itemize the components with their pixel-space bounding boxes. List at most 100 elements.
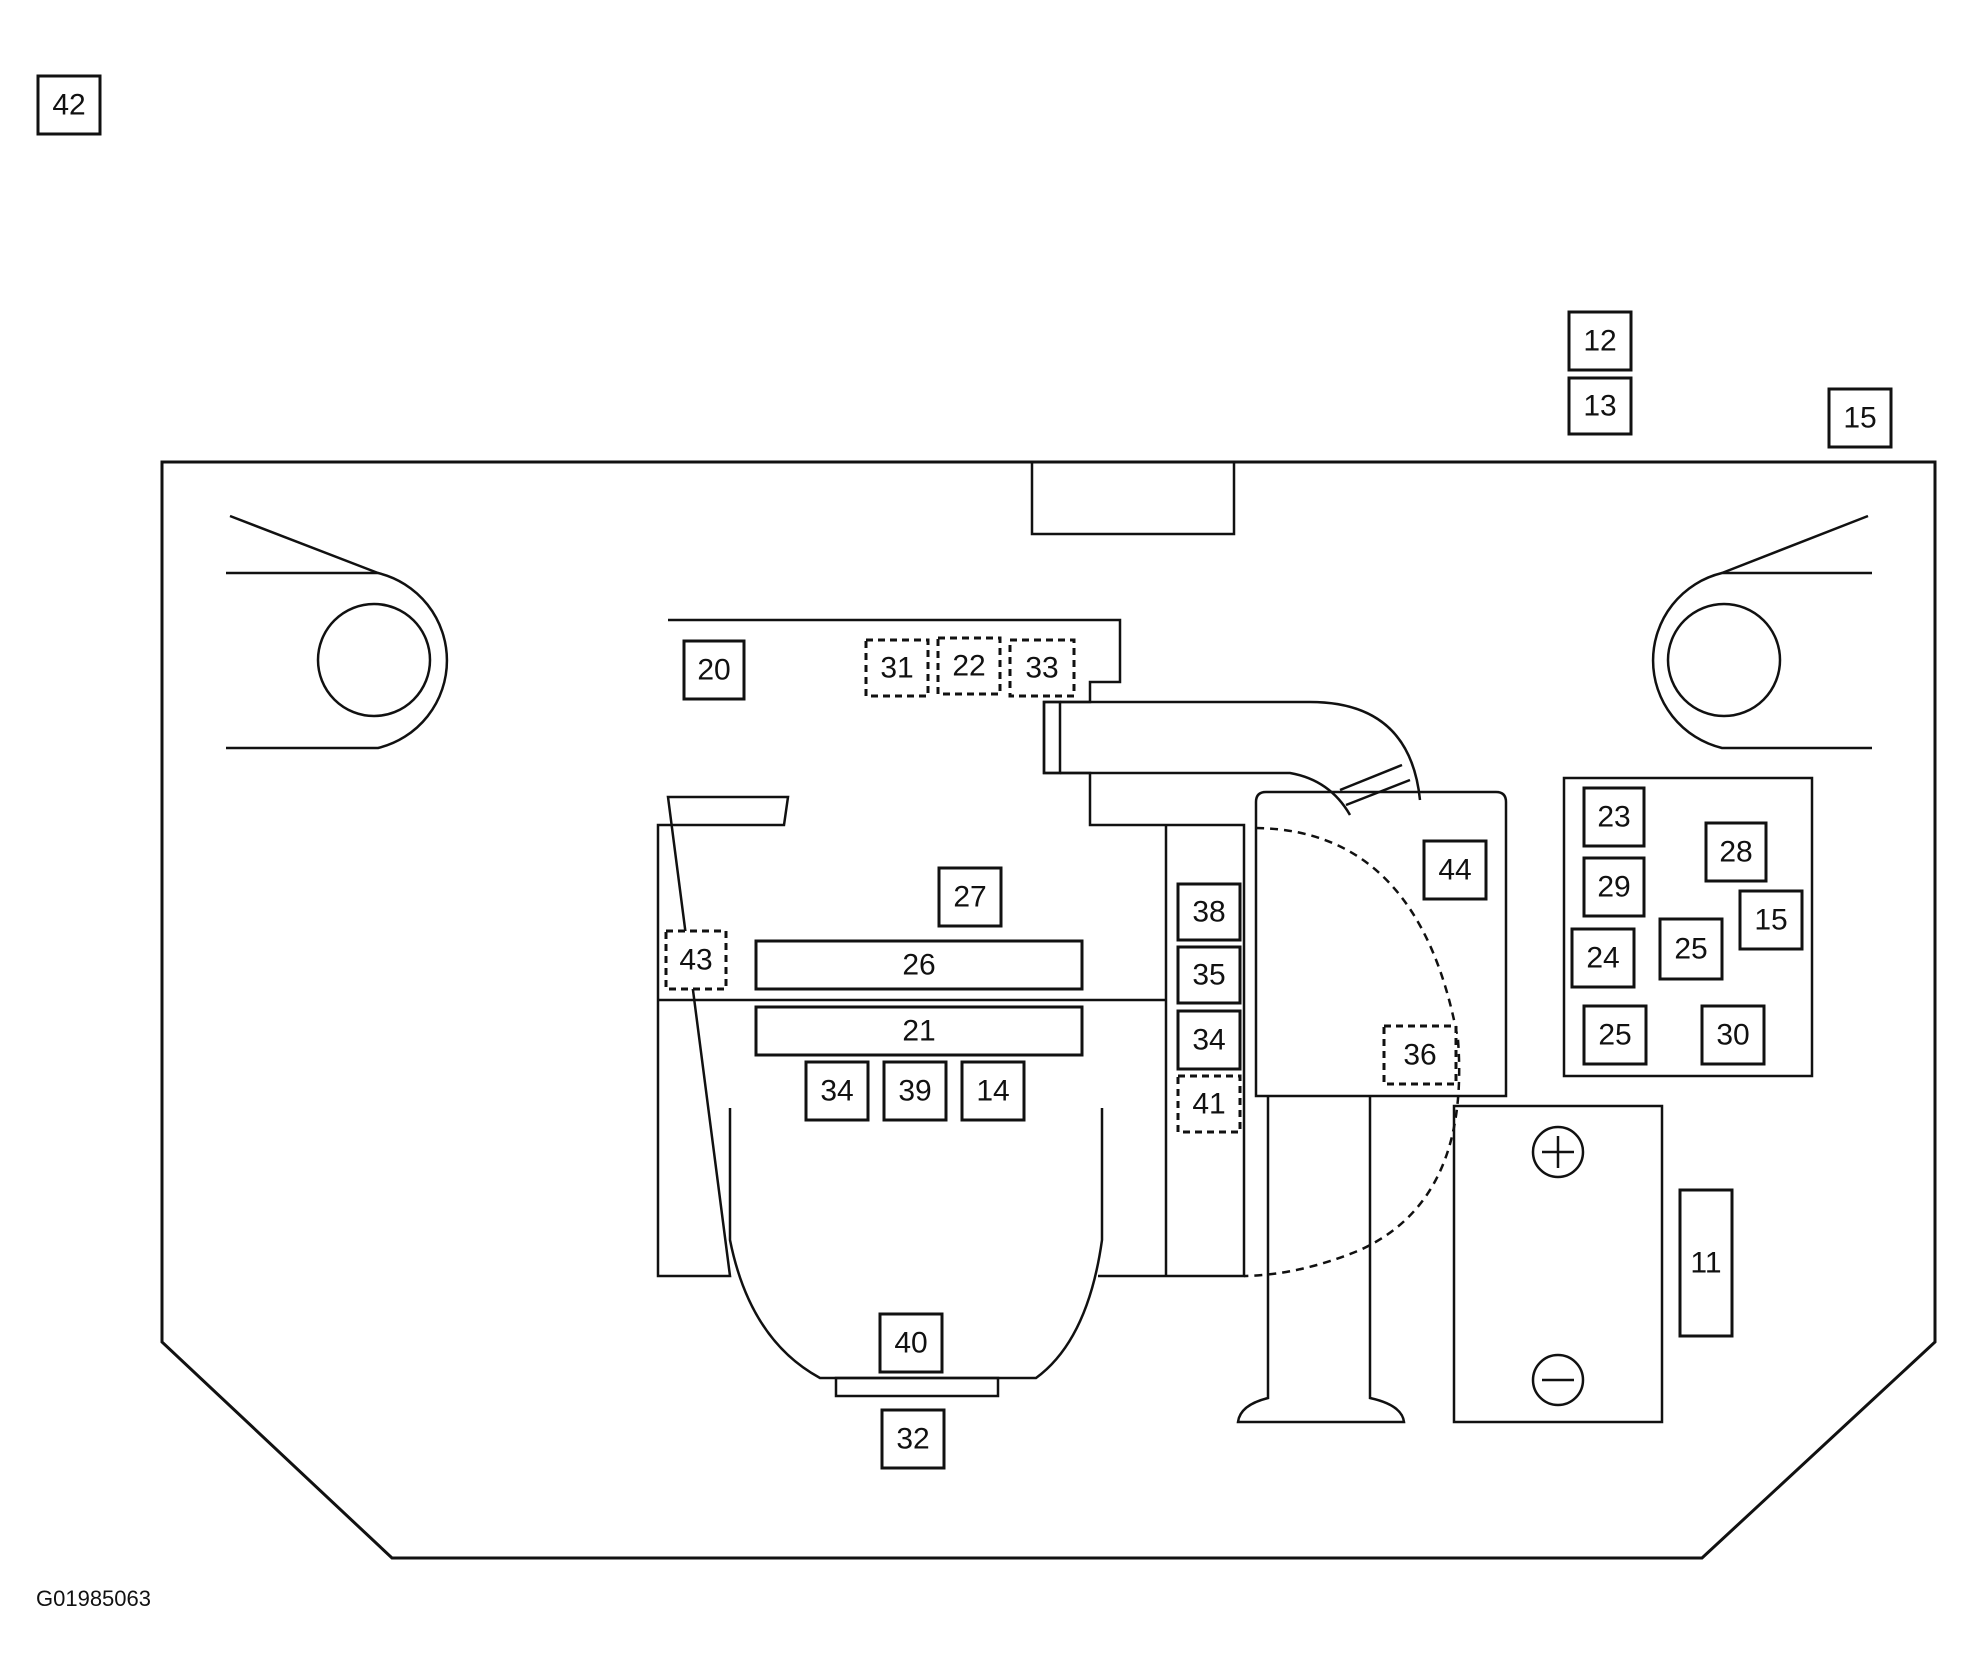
figure-code: G01985063 [36,1586,151,1611]
callout-42-text: 42 [52,89,85,122]
callout-41-box [1176,1074,1242,1134]
callout-33-box [1008,638,1076,698]
callout-26-box [754,939,1084,991]
air-box [1254,790,1508,1098]
callout-39: 39 [882,1060,948,1122]
callout-31: 31 [864,638,930,698]
callout-15-fusebox-text: 15 [1754,904,1787,937]
callout-34-right-box [1176,1009,1242,1071]
callout-38: 38 [1176,882,1242,942]
callout-13-box [1567,376,1633,436]
callout-28-text: 28 [1719,836,1752,869]
callout-36-box [1382,1024,1458,1086]
callout-14-text: 14 [976,1075,1009,1108]
battery-negative-terminal [1531,1353,1585,1407]
callout-32-text: 32 [896,1423,929,1456]
callout-34-left: 34 [804,1060,870,1122]
callout-20: 20 [682,639,746,701]
callout-35: 35 [1176,945,1242,1005]
callout-20-box [682,639,746,701]
callout-15-fusebox: 15 [1738,889,1804,951]
callout-38-box [1176,882,1242,942]
callout-22: 22 [936,636,1002,696]
callout-21: 21 [754,1005,1084,1057]
callout-35-text: 35 [1192,959,1225,992]
battery-positive-terminal [1531,1125,1585,1179]
callout-43-box [664,929,728,991]
callout-34-right: 34 [1176,1009,1242,1071]
hidden-component-curve [1243,826,1461,1278]
callout-12: 12 [1567,310,1633,372]
callout-22-text: 22 [952,650,985,683]
callout-23: 23 [1582,786,1646,848]
support-stand [1236,1096,1406,1424]
callout-35-box [1176,945,1242,1005]
callout-labels: 42 12 13 15 20 31 22 33 27 43 26 21 34 39 14 40 32 38 35 34… [36,74,1893,1470]
callout-28-box [1704,821,1768,883]
callout-41-text: 41 [1192,1088,1225,1121]
callout-36-text: 36 [1403,1039,1436,1072]
callout-25-upper-text: 25 [1674,933,1707,966]
callout-13: 13 [1567,376,1633,436]
callout-13-text: 13 [1583,390,1616,423]
callout-26-text: 26 [902,949,935,982]
callout-33-text: 33 [1025,652,1058,685]
callout-15-top-text: 15 [1843,402,1876,435]
callout-30-text: 30 [1716,1019,1749,1052]
drain-plate [834,1376,1000,1398]
callout-40-text: 40 [894,1327,927,1360]
battery [1452,1104,1664,1424]
callout-34-left-box [804,1060,870,1122]
callout-14-box [960,1060,1026,1122]
callout-27-box [937,866,1003,928]
callout-29-text: 29 [1597,871,1630,904]
callout-27-text: 27 [953,881,986,914]
callout-11: 11 [1678,1188,1734,1338]
callout-33: 33 [1008,638,1076,698]
fuse-box [1562,776,1814,1078]
callout-28: 28 [1704,821,1768,883]
right-strut-tower [1651,514,1872,750]
callout-42-box [36,74,102,136]
callout-25-lower-text: 25 [1598,1019,1631,1052]
callout-15-top: 15 [1827,387,1893,449]
callout-11-text: 11 [1690,1247,1721,1280]
callout-32: 32 [880,1408,946,1470]
callout-42: 42 [36,74,102,136]
callout-38-text: 38 [1192,896,1225,929]
callout-44: 44 [1422,839,1488,901]
callout-15-fusebox-box [1738,889,1804,951]
callout-12-text: 12 [1583,325,1616,358]
callout-40: 40 [878,1312,944,1374]
callout-43-text: 43 [679,944,712,977]
callout-23-text: 23 [1597,801,1630,834]
callout-44-text: 44 [1438,854,1471,887]
callout-43: 43 [664,929,728,991]
callout-34-right-text: 34 [1192,1024,1225,1057]
callout-25-lower-box [1582,1004,1648,1066]
callout-24: 24 [1570,927,1636,989]
callout-23-box [1582,786,1646,848]
callout-11-box [1678,1188,1734,1338]
callout-44-box [1422,839,1488,901]
callout-39-box [882,1060,948,1122]
callout-15-top-box [1827,387,1893,449]
callout-29-box [1582,856,1646,918]
callout-31-text: 31 [880,652,913,685]
callout-25-upper-box [1658,917,1724,981]
callout-32-box [880,1408,946,1470]
callout-14: 14 [960,1060,1026,1122]
intake-tube [1042,700,1422,816]
callout-34-left-text: 34 [820,1075,853,1108]
callout-39-text: 39 [898,1075,931,1108]
callout-41: 41 [1176,1074,1242,1134]
callout-21-box [754,1005,1084,1057]
left-strut-tower [226,514,449,750]
callout-30-box [1700,1004,1766,1066]
callout-20-text: 20 [697,654,730,687]
callout-31-box [864,638,930,698]
callout-24-box [1570,927,1636,989]
oil-pan [728,1108,1104,1380]
callout-36: 36 [1382,1024,1458,1086]
